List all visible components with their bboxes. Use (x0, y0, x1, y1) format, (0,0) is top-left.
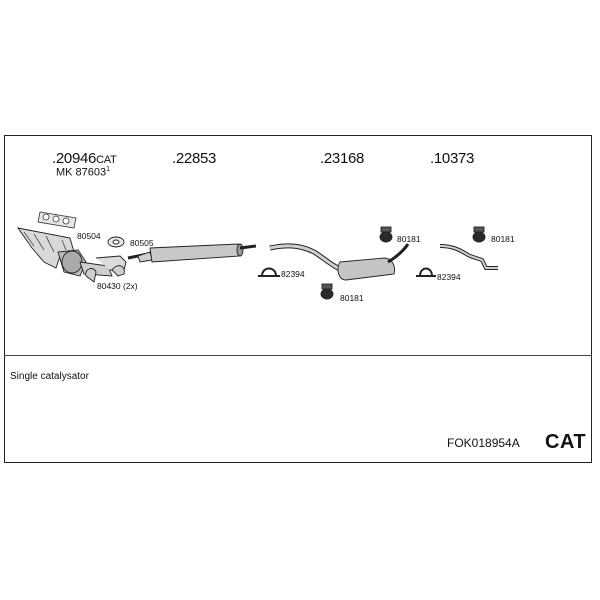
part-20946-number: .20946 (52, 150, 97, 167)
hanger-80181-a[interactable] (320, 283, 334, 300)
label-80181-c: 80181 (491, 234, 515, 244)
mk-label: MK 87603 (56, 166, 107, 179)
rear-pipe-10373[interactable] (439, 244, 498, 270)
section-divider (4, 355, 592, 356)
manifold-catalyst[interactable] (16, 227, 127, 277)
hanger-80181-c[interactable] (472, 226, 486, 243)
label-80181-b: 80181 (397, 234, 421, 244)
label-80181-a: 80181 (340, 293, 364, 303)
part-22853[interactable]: .22853 (172, 150, 217, 167)
gasket-strip-80504[interactable] (37, 211, 77, 229)
label-80505: 80505 (130, 238, 154, 248)
clamp-80430[interactable] (85, 265, 125, 283)
label-82394-b: 82394 (437, 272, 461, 282)
part-20946-suffix: CAT (96, 154, 117, 166)
part-mk-87603[interactable]: MK 876031 (56, 166, 110, 179)
description: Single catalysator (10, 371, 89, 382)
mk-sup: 1 (106, 166, 111, 173)
hanger-80181-b[interactable] (379, 226, 393, 243)
center-muffler-23168[interactable] (269, 243, 410, 281)
label-82394-a: 82394 (281, 269, 305, 279)
part-20946[interactable]: .20946CAT (52, 150, 117, 167)
label-80430: 80430 (2x) (97, 281, 138, 291)
gasket-ring-80505[interactable] (107, 236, 125, 248)
part-23168[interactable]: .23168 (320, 150, 365, 167)
clamp-82394-b[interactable] (416, 267, 436, 277)
system-code: FOK018954A (447, 436, 520, 450)
clamp-82394-a[interactable] (258, 267, 280, 277)
diagram-frame (4, 135, 592, 463)
label-80504: 80504 (77, 231, 101, 241)
part-10373[interactable]: .10373 (430, 150, 475, 167)
cat-badge: CAT (545, 431, 587, 453)
front-pipe-22853[interactable] (127, 243, 257, 263)
